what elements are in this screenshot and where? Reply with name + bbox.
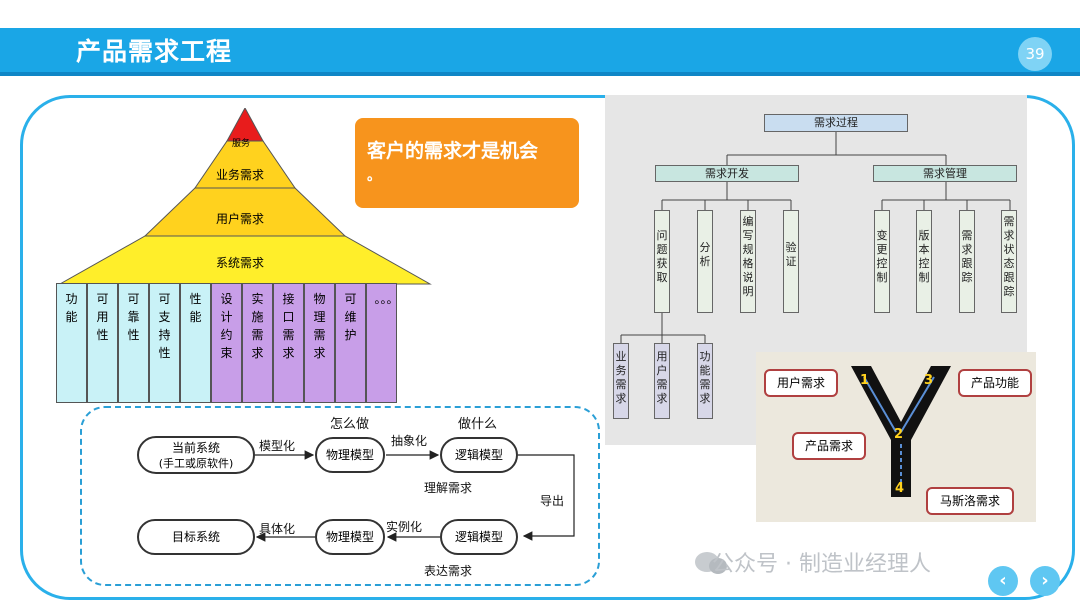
next-slide-button[interactable]: › (1030, 566, 1060, 596)
tree-root: 需求过程 (764, 114, 908, 132)
content-frame (20, 95, 1075, 600)
page-title: 产品需求工程 (76, 37, 233, 66)
y-label-maslow: 马斯洛需求 (926, 487, 1014, 515)
y-label-user-needs: 用户需求 (764, 369, 838, 397)
y-number-2: 2 (894, 427, 903, 442)
page-number-badge: 39 (1018, 37, 1052, 71)
callout-suffix: 。 (367, 168, 381, 184)
wechat-icon (694, 550, 728, 576)
flow-node-current-system: 当前系统(手工或原软件) (137, 436, 255, 474)
flow-node-logical-model-bottom: 逻辑模型 (440, 519, 518, 555)
pyramid-level-system (58, 235, 432, 285)
requirements-tree-connectors (620, 132, 1011, 343)
tree-node-analysis: 分析 (697, 210, 713, 313)
y-label-product-needs: 产品需求 (792, 432, 866, 460)
flow-node-target-system: 目标系统 (137, 519, 255, 555)
tree-node-spec: 编写规格说明 (740, 210, 756, 313)
flow-arrows (255, 450, 575, 542)
tree-node-version-control: 版本控制 (916, 210, 932, 313)
tree-leaf-business: 业务需求 (613, 343, 629, 419)
watermark: 公众号 · 制造业经理人 (712, 552, 931, 577)
flow-label-what: 做什么 (458, 417, 498, 432)
pyramid-label-system: 系统需求 (215, 256, 264, 270)
flow-label-export: 导出 (540, 494, 565, 508)
y-number-1: 1 (860, 373, 869, 388)
requirements-pyramid (58, 108, 432, 285)
pyramid-label-user: 用户需求 (215, 212, 264, 226)
flow-label-concretize: 具体化 (259, 522, 296, 536)
tree-node-tracking: 需求跟踪 (959, 210, 975, 313)
flow-label-abstraction: 抽象化 (391, 434, 428, 448)
title-bar (0, 28, 1080, 76)
opportunity-callout: 客户的需求才是机会 。 (355, 118, 579, 208)
pyramid-column: 可维护 (335, 283, 366, 403)
tree-node-verify: 验证 (783, 210, 799, 313)
tree-node-change-control: 变更控制 (874, 210, 890, 313)
tree-leaf-functional: 功能需求 (697, 343, 713, 419)
pyramid-column: 可用性 (87, 283, 118, 403)
flow-label-modeling: 模型化 (259, 439, 296, 453)
y-label-product-function: 产品功能 (958, 369, 1032, 397)
pyramid-column: 。。。 (366, 283, 399, 403)
callout-text: 客户的需求才是机会 (367, 140, 539, 162)
pyramid-column: 设计约束 (211, 283, 242, 403)
pyramid-column: 实施需求 (242, 283, 273, 403)
title-bar-underline (0, 72, 1080, 76)
flow-node-physical-model-top: 物理模型 (315, 437, 385, 473)
y-number-4: 4 (895, 481, 904, 496)
flow-node-logical-model-top: 逻辑模型 (440, 437, 518, 473)
pyramid-label-business: 业务需求 (215, 168, 264, 182)
pyramid-column: 性能 (180, 283, 211, 403)
pyramid-label-service: 服务 (231, 139, 250, 149)
tree-node-acquire: 问题获取 (654, 210, 670, 313)
tree-node-dev: 需求开发 (655, 165, 799, 182)
pyramid-column: 物理需求 (304, 283, 335, 403)
modeling-flow-panel (80, 406, 600, 586)
pyramid-column: 可靠性 (118, 283, 149, 403)
pyramid-column: 接口需求 (273, 283, 304, 403)
flow-label-instantiate: 实例化 (386, 520, 423, 534)
flow-node-physical-model-bottom: 物理模型 (315, 519, 385, 555)
y-number-3: 3 (924, 373, 933, 388)
pyramid-column: 功能 (56, 283, 87, 403)
flow-label-express: 表达需求 (424, 564, 473, 578)
flow-label-how: 怎么做 (330, 417, 370, 432)
tree-node-status-tracking: 需求状态跟踪 (1001, 210, 1017, 313)
prev-slide-button[interactable]: ‹ (988, 566, 1018, 596)
tree-node-mgmt: 需求管理 (873, 165, 1017, 182)
pyramid-column: 可支持性 (149, 283, 180, 403)
tree-leaf-user: 用户需求 (654, 343, 670, 419)
y-model-graphic: 1 2 3 4 (851, 366, 951, 497)
flow-label-understand: 理解需求 (424, 481, 473, 495)
